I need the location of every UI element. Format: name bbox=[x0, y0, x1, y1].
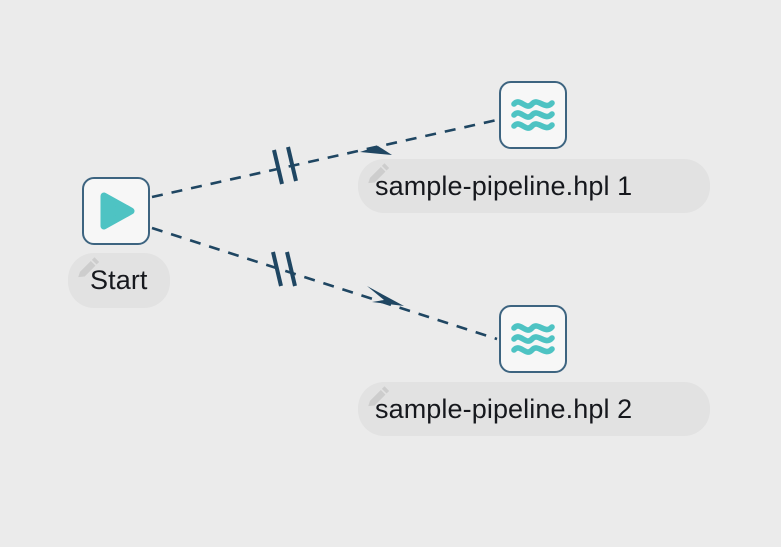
hop-arrowhead-icon bbox=[360, 140, 396, 155]
play-icon bbox=[100, 192, 135, 230]
hop-line bbox=[151, 226, 498, 341]
node-pipeline-2-label[interactable]: sample-pipeline.hpl 2 bbox=[358, 382, 710, 436]
node-pipeline-1-label-text: sample-pipeline.hpl 1 bbox=[375, 170, 633, 201]
hop-arrowhead-icon bbox=[367, 286, 404, 306]
hop-start-to-pipeline-1[interactable] bbox=[151, 118, 498, 199]
node-start-label[interactable]: Start bbox=[68, 253, 170, 308]
hop-parallel-bars-icon bbox=[271, 251, 297, 287]
node-start-label-text: Start bbox=[90, 265, 148, 295]
node-pipeline-1-icon-box[interactable] bbox=[499, 81, 567, 149]
node-pipeline-1-label[interactable]: sample-pipeline.hpl 1 bbox=[358, 159, 710, 213]
hop-start-to-pipeline-2[interactable] bbox=[151, 226, 498, 341]
node-start-icon-box[interactable] bbox=[82, 177, 150, 245]
node-pipeline-2-label-text: sample-pipeline.hpl 2 bbox=[375, 393, 633, 424]
node-pipeline-2-icon-box[interactable] bbox=[499, 305, 567, 373]
pipeline-waves-icon bbox=[511, 323, 555, 355]
pipeline-waves-icon bbox=[511, 99, 555, 131]
hop-parallel-bars-icon bbox=[272, 146, 298, 185]
